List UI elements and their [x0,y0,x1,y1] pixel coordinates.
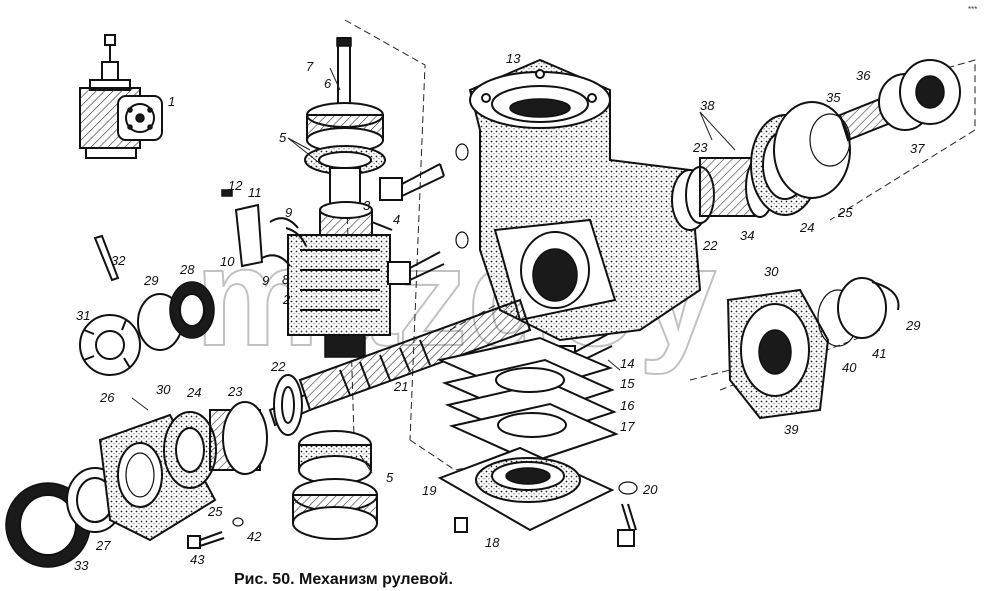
label-24b: 24 [799,220,814,235]
label-25b: 25 [837,205,853,220]
label-37: 37 [910,141,925,156]
label-41: 41 [872,346,886,361]
label-9b: 9 [262,273,269,288]
circlip-20 [618,481,638,495]
cotter-pin-32 [93,234,120,282]
right-end-cap [726,277,900,420]
circlip-42 [232,517,244,527]
label-18: 18 [485,535,500,550]
label-32: 32 [111,253,126,268]
label-9a: 9 [285,205,292,220]
label-38: 38 [700,98,715,113]
gasket-stack [436,336,619,464]
label-30b: 30 [764,264,779,279]
label-5b: 5 [386,470,394,485]
label-33: 33 [74,558,89,573]
label-23b: 23 [692,140,708,155]
small-bolts [187,503,637,549]
label-11: 11 [248,185,262,200]
assembled-mechanism-view [79,34,163,159]
pin-4 [371,221,393,231]
label-8: 8 [282,272,290,287]
label-26: 26 [99,390,115,405]
washer-22-left-hole [281,386,295,424]
label-3: 3 [363,198,371,213]
sector-shaft-group [287,37,391,358]
label-42: 42 [247,529,262,544]
label-39: 39 [784,422,798,437]
label-1: 1 [168,94,175,109]
label-19: 19 [422,483,436,498]
steering-housing [468,58,709,342]
left-end-assembly [5,401,268,568]
label-20: 20 [642,482,658,497]
label-2: 2 [282,292,291,307]
corner-mark: *** [968,5,977,14]
lock-plate-parts [221,189,307,268]
label-28: 28 [179,262,195,277]
label-6: 6 [324,76,332,91]
label-34: 34 [740,228,754,243]
label-25a: 25 [207,504,223,519]
label-36: 36 [856,68,871,83]
label-23a: 23 [227,384,243,399]
label-27: 27 [95,538,111,553]
label-22a: 22 [270,359,286,374]
figure-caption: Рис. 50. Механизм рулевой. [234,571,453,588]
label-29b: 29 [905,318,920,333]
label-13: 13 [506,51,521,66]
label-35: 35 [826,90,841,105]
label-16: 16 [620,398,635,413]
label-31: 31 [76,308,90,323]
clip-middle [455,231,469,249]
label-29a: 29 [143,273,158,288]
label-21: 21 [393,379,408,394]
label-40: 40 [842,360,857,375]
clip-upper [455,143,469,161]
label-12: 12 [228,178,243,193]
label-15: 15 [620,376,635,391]
part-labels: 1 2 3 4 5 5 6 7 8 9 9 10 11 12 13 14 15 … [74,51,925,573]
label-17: 17 [620,419,635,434]
label-7: 7 [306,59,314,74]
label-22b: 22 [702,238,718,253]
bolt-upper [379,163,445,201]
label-10: 10 [220,254,235,269]
label-24a: 24 [186,385,201,400]
label-43: 43 [190,552,205,567]
label-4: 4 [393,212,400,227]
label-30a: 30 [156,382,171,397]
castle-nut-31 [79,314,141,376]
lower-cover [437,446,615,532]
leader-lines [131,67,736,474]
right-shaft-assembly [685,59,961,224]
label-14: 14 [620,356,634,371]
label-5a: 5 [279,130,287,145]
seal-28-29 [137,281,215,351]
bolt-middle [387,251,445,285]
bearing-lower-5 [292,430,378,540]
